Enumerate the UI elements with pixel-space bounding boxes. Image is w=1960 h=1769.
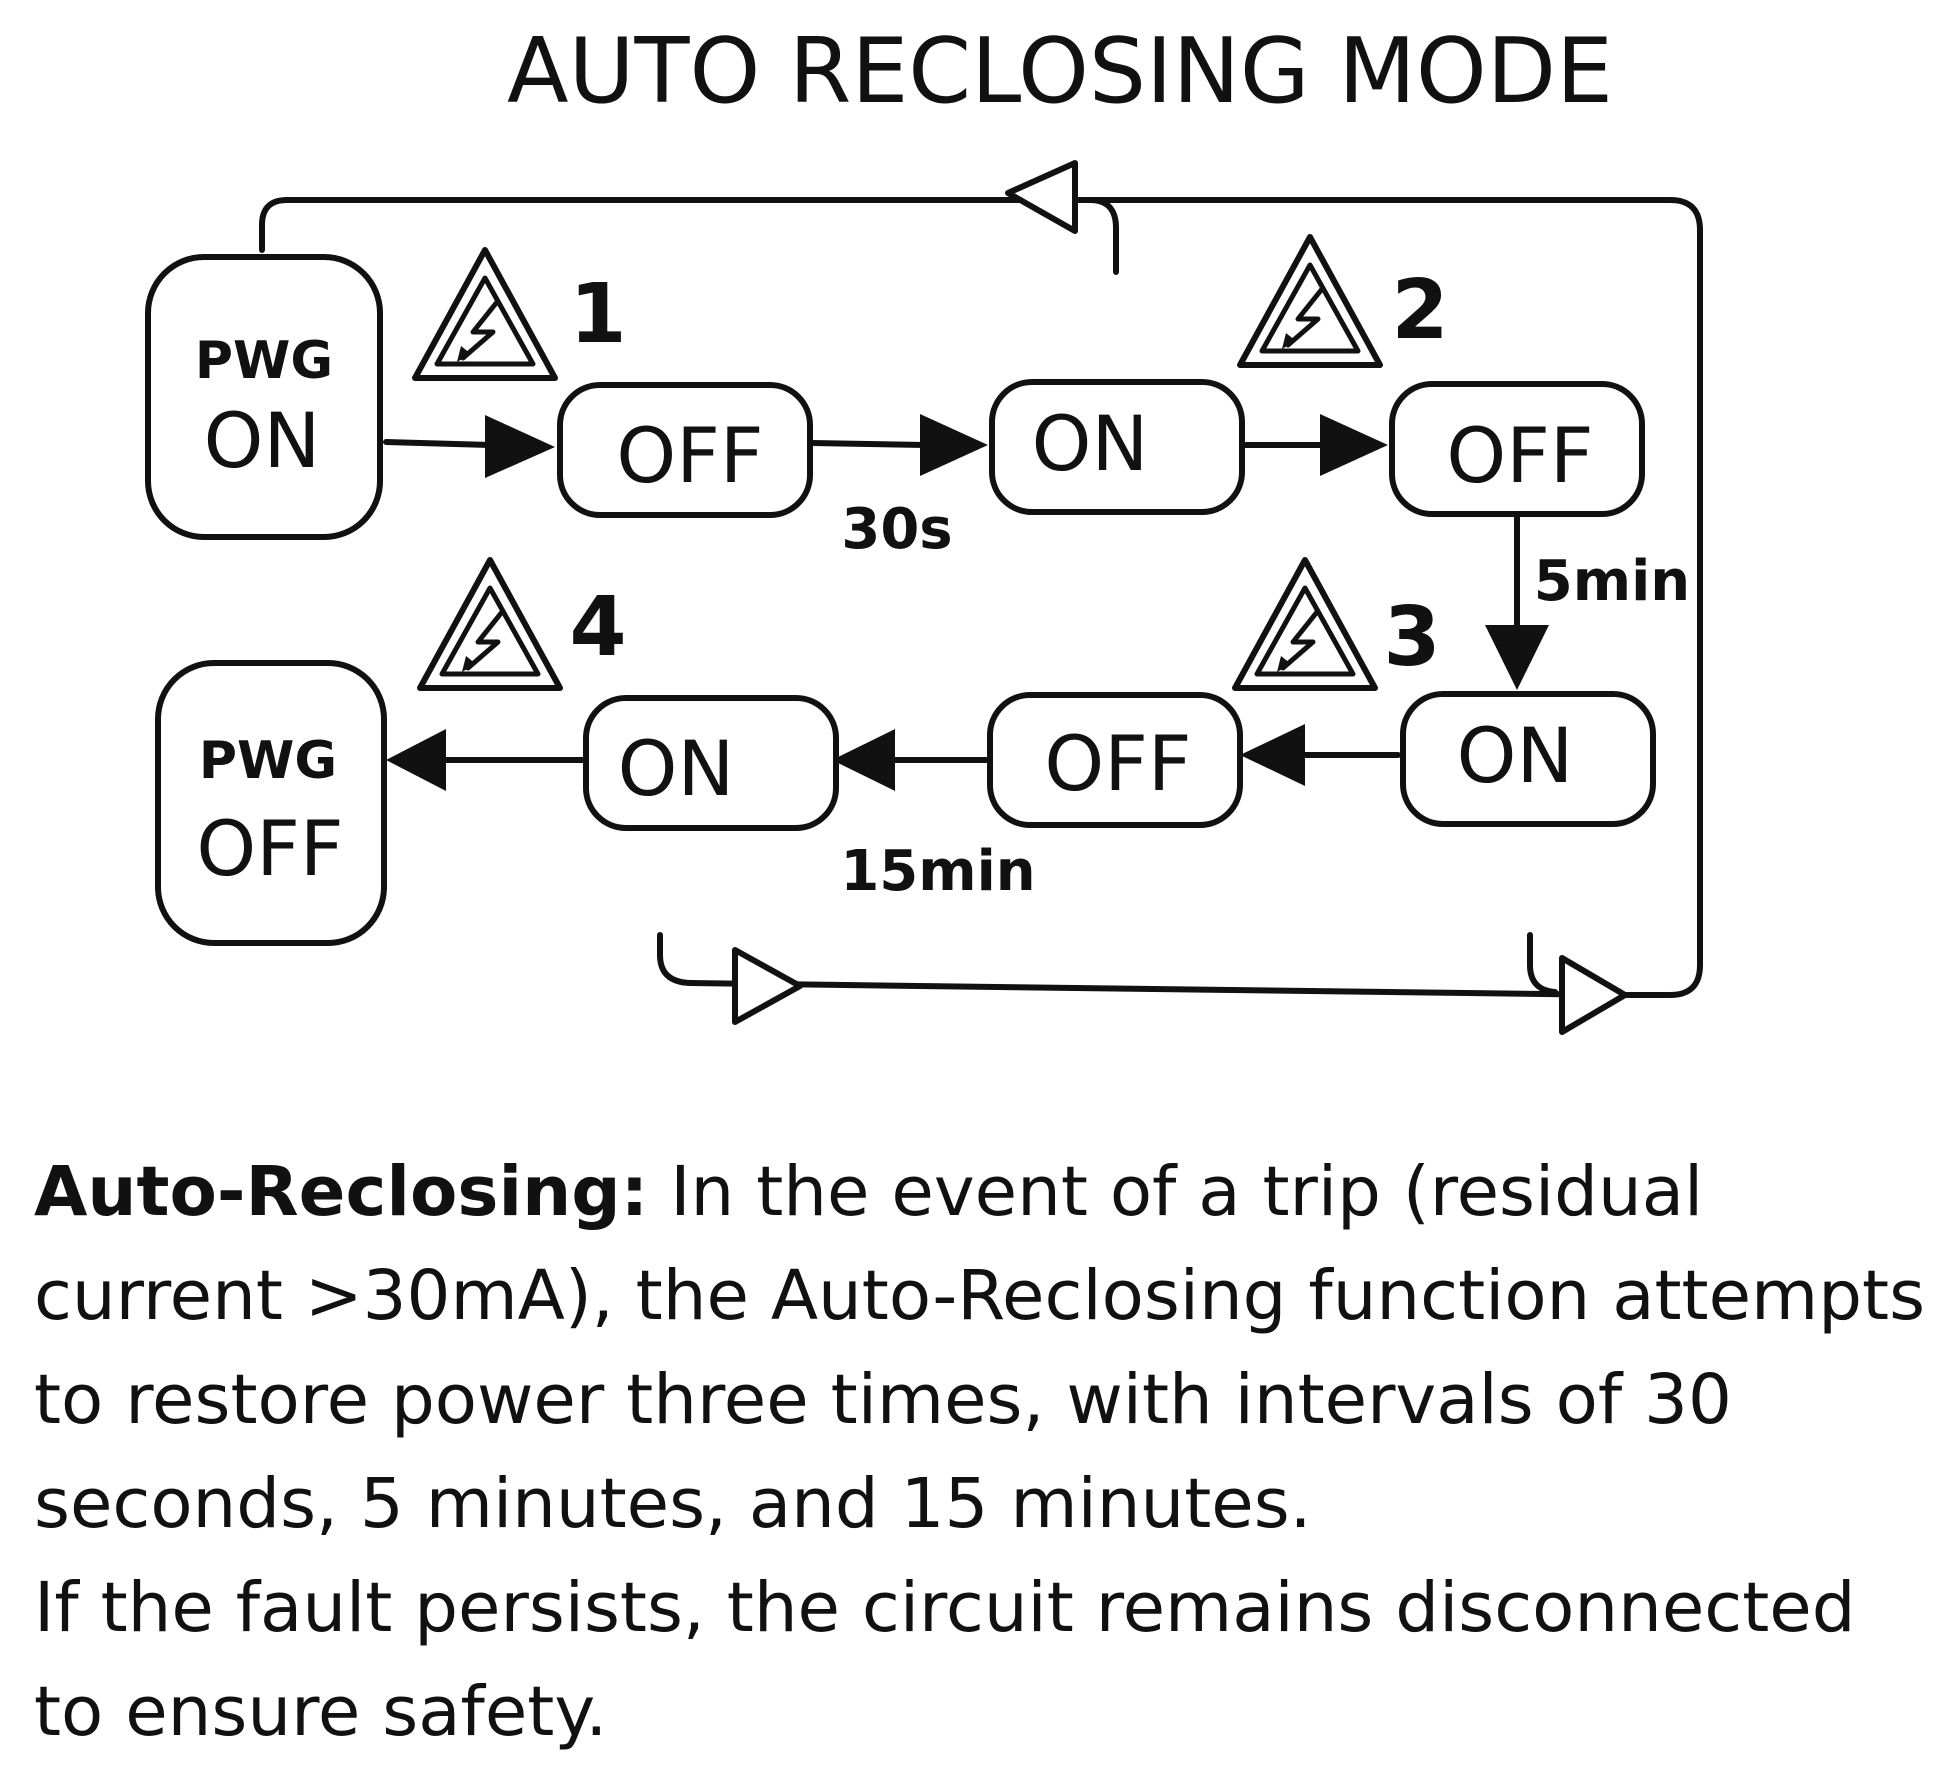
state-box-on-1 xyxy=(989,379,1245,515)
interval-label-15min: 15min xyxy=(840,839,1035,904)
interval-label-30s: 30s xyxy=(841,497,952,562)
arrow-off1-to-on1 xyxy=(809,440,928,448)
description-paragraph: Auto-Reclosing: In the event of a trip (… xyxy=(34,1140,1934,1764)
state-box-on-3 xyxy=(1400,691,1656,827)
pwg-start-label: PWG xyxy=(195,331,333,391)
arrowhead-4 xyxy=(1485,625,1549,690)
state-label-off-2: OFF xyxy=(1446,411,1593,500)
high-voltage-warning-icon xyxy=(1240,237,1380,365)
description-line-1-text: In the event of a trip (residual xyxy=(648,1152,1704,1232)
description-line-1: Auto-Reclosing: In the event of a trip (… xyxy=(34,1140,1934,1244)
feedback-hook-right xyxy=(1527,932,1558,995)
state-box-off-2 xyxy=(1389,381,1645,517)
arrowhead-6 xyxy=(832,729,895,791)
arrowhead-3 xyxy=(1320,414,1388,476)
arrowhead-2 xyxy=(920,414,988,476)
arrowhead-1 xyxy=(485,415,555,478)
feedback-loop-top xyxy=(259,197,1703,998)
state-label-on-1: ON xyxy=(1032,399,1149,488)
description-line-6: to ensure safety. xyxy=(34,1672,608,1752)
feedback-hook-top xyxy=(1087,197,1119,275)
high-voltage-warning-icon xyxy=(1235,560,1375,688)
description-line-2: current >30mA), the Auto-Reclosing funct… xyxy=(34,1256,1926,1336)
arrowhead-7 xyxy=(386,729,446,791)
open-arrow-top xyxy=(1005,160,1078,234)
pwg-end-state: OFF xyxy=(196,804,343,893)
state-box-off-1 xyxy=(557,382,813,518)
trip-number-1: 1 xyxy=(569,267,626,362)
auto-reclosing-diagram: AUTO RECLOSING MODE PWG ON PWG OFF OFF O… xyxy=(145,19,1703,1035)
diagram-title: AUTO RECLOSING MODE xyxy=(507,19,1613,124)
state-label-on-3: ON xyxy=(1457,711,1574,800)
state-label-on-4: ON xyxy=(618,724,735,813)
open-arrow-bottom-left xyxy=(732,947,803,1025)
feedback-loop-bottom xyxy=(657,932,1623,998)
arrow-start-to-off1 xyxy=(383,439,493,448)
description-line-4: seconds, 5 minutes, and 15 minutes. xyxy=(34,1464,1312,1544)
pwg-off-box xyxy=(155,660,387,946)
description-line-5: If the fault persists, the circuit remai… xyxy=(34,1568,1856,1648)
pwg-end-label: PWG xyxy=(199,731,337,791)
state-box-on-4 xyxy=(583,695,839,831)
description-lead: Auto-Reclosing: xyxy=(34,1152,649,1232)
open-arrow-bottom-right xyxy=(1559,955,1628,1035)
pwg-start-state: ON xyxy=(204,396,321,485)
trip-number-3: 3 xyxy=(1383,590,1440,685)
trip-number-4: 4 xyxy=(569,580,626,675)
interval-label-5min: 5min xyxy=(1534,549,1690,614)
arrowhead-5 xyxy=(1240,724,1305,786)
trip-number-2: 2 xyxy=(1391,263,1448,358)
high-voltage-warning-icon xyxy=(415,250,555,378)
state-box-off-3 xyxy=(987,692,1243,828)
high-voltage-warning-icon xyxy=(420,560,560,688)
state-label-off-1: OFF xyxy=(616,411,763,500)
description-line-3: to restore power three times, with inter… xyxy=(34,1360,1732,1440)
state-label-off-3: OFF xyxy=(1044,719,1191,808)
pwg-on-box xyxy=(145,254,383,540)
